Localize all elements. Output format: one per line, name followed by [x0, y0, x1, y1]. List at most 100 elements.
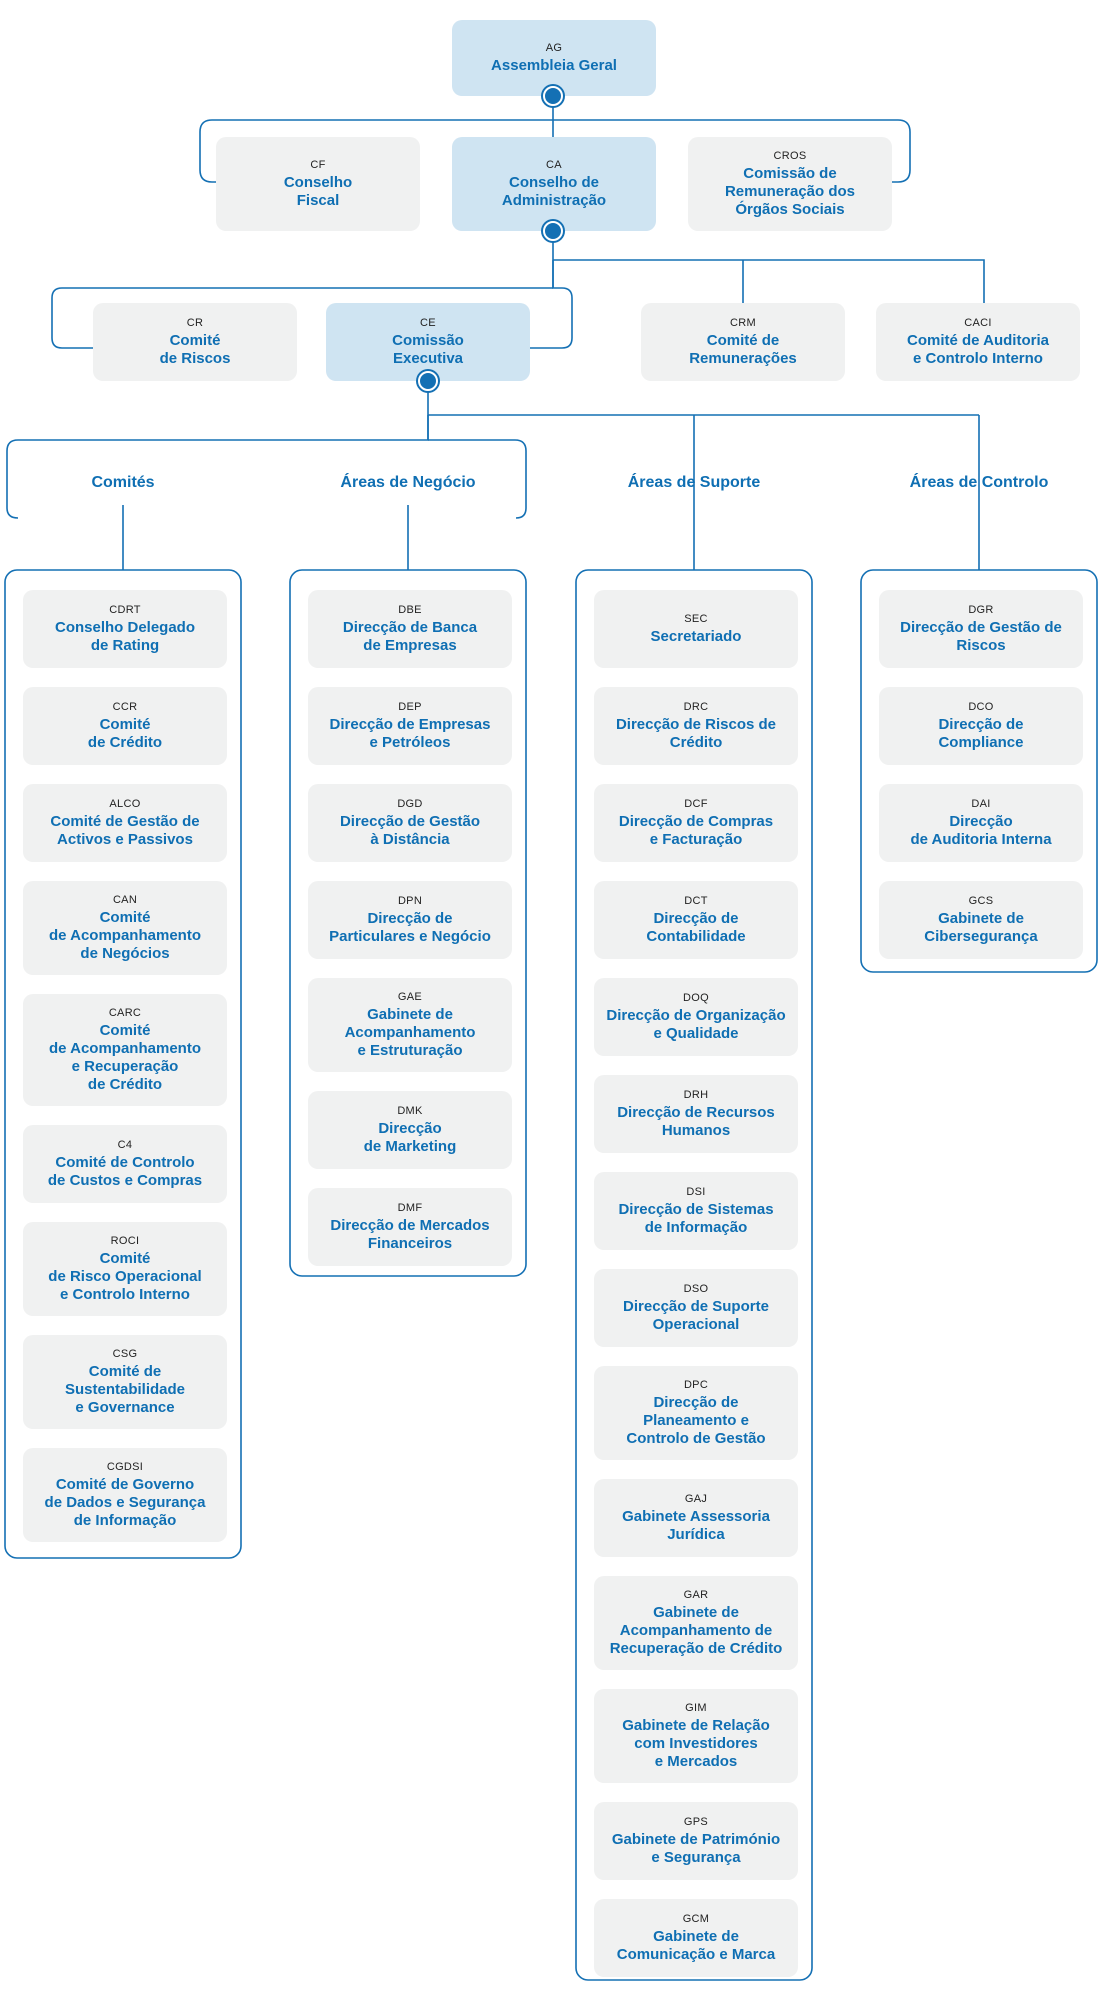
box-comite-auditoria: CACI Comité de Auditoria e Controlo Inte… — [876, 303, 1080, 381]
box-abbr: DMK — [397, 1104, 423, 1117]
box-name: Comité de Controlo de Custos e Compras — [47, 1153, 203, 1189]
box-abbr: GAJ — [684, 1492, 708, 1505]
box-comite-remuneracoes: CRM Comité de Remunerações — [641, 303, 845, 381]
box-name: Direcção de Compras e Facturação — [618, 812, 774, 848]
box-abbr: GAR — [683, 1588, 709, 1601]
box-abbr: DPN — [397, 894, 423, 907]
box-name: Gabinete de Acompanhamento e Estruturaçã… — [344, 1005, 476, 1059]
box-gaj: GAJ Gabinete Assessoria Jurídica — [594, 1479, 798, 1557]
area-title-suporte: Áreas de Suporte — [627, 474, 761, 491]
box-name: Direcção de Planeamento e Controlo de Ge… — [626, 1393, 766, 1447]
box-dpn: DPN Direcção de Particulares e Negócio — [308, 881, 512, 959]
box-abbr: GCM — [682, 1912, 710, 1925]
box-gar: GAR Gabinete de Acompanhamento de Recuper… — [594, 1576, 798, 1670]
box-name: Direcção de Suporte Operacional — [623, 1297, 769, 1333]
box-name: Gabinete de Cibersegurança — [924, 909, 1038, 945]
box-abbr: CE — [420, 316, 436, 329]
box-comissao-executiva: CE Comissão Executiva — [326, 303, 530, 381]
box-name: Comissão de Remuneração dos Órgãos Socia… — [724, 164, 856, 218]
box-name: Comité de Risco Operacional e Controlo I… — [48, 1249, 202, 1303]
box-name: Direcção de Mercados Financeiros — [330, 1216, 490, 1252]
box-abbr: CSG — [112, 1347, 138, 1360]
area-title-comites: Comités — [91, 474, 155, 491]
box-dco: DCO Direcção de Compliance — [879, 687, 1083, 765]
box-name: Direcção de Particulares e Negócio — [329, 909, 491, 945]
box-name: Direcção de Gestão à Distância — [339, 812, 481, 848]
box-name: Assembleia Geral — [491, 56, 617, 74]
box-abbr: GAE — [397, 990, 423, 1003]
box-abbr: GCS — [968, 894, 994, 907]
box-name: Direcção de Compliance — [938, 715, 1024, 751]
box-abbr: CROS — [773, 149, 807, 162]
box-roci: ROCI Comité de Risco Operacional e Contro… — [23, 1222, 227, 1316]
box-abbr: DCO — [968, 700, 994, 713]
box-abbr: ROCI — [110, 1234, 140, 1247]
box-name: Gabinete de Património e Segurança — [611, 1830, 781, 1866]
box-name: Gabinete Assessoria Jurídica — [622, 1507, 770, 1543]
box-abbr: DGD — [397, 797, 423, 810]
box-conselho-fiscal: CF Conselho Fiscal — [216, 137, 420, 231]
box-sec: SEC Secretariado — [594, 590, 798, 668]
connector-node-ce — [418, 371, 438, 391]
box-abbr: DRH — [683, 1088, 709, 1101]
box-gcm: GCM Gabinete de Comunicação e Marca — [594, 1899, 798, 1977]
box-name: Direcção de Banca de Empresas — [342, 618, 478, 654]
box-abbr: CR — [186, 316, 204, 329]
area-title-negocio: Áreas de Negócio — [340, 474, 476, 491]
box-abbr: AG — [545, 41, 563, 54]
box-name: Conselho Fiscal — [283, 173, 353, 209]
box-comissao-remuneracao: CROS Comissão de Remuneração dos Órgãos … — [688, 137, 892, 231]
box-abbr: SEC — [684, 612, 708, 625]
box-name: Conselho Delegado de Rating — [54, 618, 196, 654]
box-abbr: C4 — [117, 1138, 133, 1151]
box-abbr: ALCO — [109, 797, 141, 810]
box-name: Comité de Acompanhamento e Recuperação d… — [49, 1021, 201, 1093]
box-abbr: CAN — [112, 893, 138, 906]
box-abbr: GPS — [683, 1815, 709, 1828]
box-abbr: DBE — [398, 603, 422, 616]
box-name: Direcção de Recursos Humanos — [617, 1103, 775, 1139]
box-dbe: DBE Direcção de Banca de Empresas — [308, 590, 512, 668]
box-name: Gabinete de Comunicação e Marca — [616, 1927, 776, 1963]
box-name: Direcção de Organização e Qualidade — [606, 1006, 786, 1042]
box-name: Comité de Riscos — [159, 331, 231, 367]
box-drh: DRH Direcção de Recursos Humanos — [594, 1075, 798, 1153]
box-abbr: CDRT — [109, 603, 141, 616]
box-name: Direcção de Sistemas de Informação — [618, 1200, 774, 1236]
box-ccr: CCR Comité de Crédito — [23, 687, 227, 765]
box-abbr: CGDSI — [106, 1460, 144, 1473]
box-name: Comité de Remunerações — [689, 331, 797, 367]
box-name: Comité de Gestão de Activos e Passivos — [50, 812, 200, 848]
box-name: Gabinete de Acompanhamento de Recuperaçã… — [609, 1603, 783, 1657]
box-abbr: CCR — [112, 700, 138, 713]
box-name: Direcção de Marketing — [363, 1119, 457, 1155]
box-abbr: DOQ — [683, 991, 709, 1004]
box-abbr: DGR — [968, 603, 994, 616]
box-abbr: DSO — [683, 1282, 709, 1295]
box-abbr: CF — [310, 158, 326, 171]
box-name: Comissão Executiva — [392, 331, 464, 367]
box-name: Direcção de Contabilidade — [646, 909, 746, 945]
connector-node-ag — [543, 86, 563, 106]
box-doq: DOQ Direcção de Organização e Qualidade — [594, 978, 798, 1056]
box-name: Secretariado — [650, 627, 742, 645]
box-name: Comité de Crédito — [87, 715, 163, 751]
box-dmk: DMK Direcção de Marketing — [308, 1091, 512, 1169]
box-name: Direcção de Empresas e Petróleos — [329, 715, 491, 751]
